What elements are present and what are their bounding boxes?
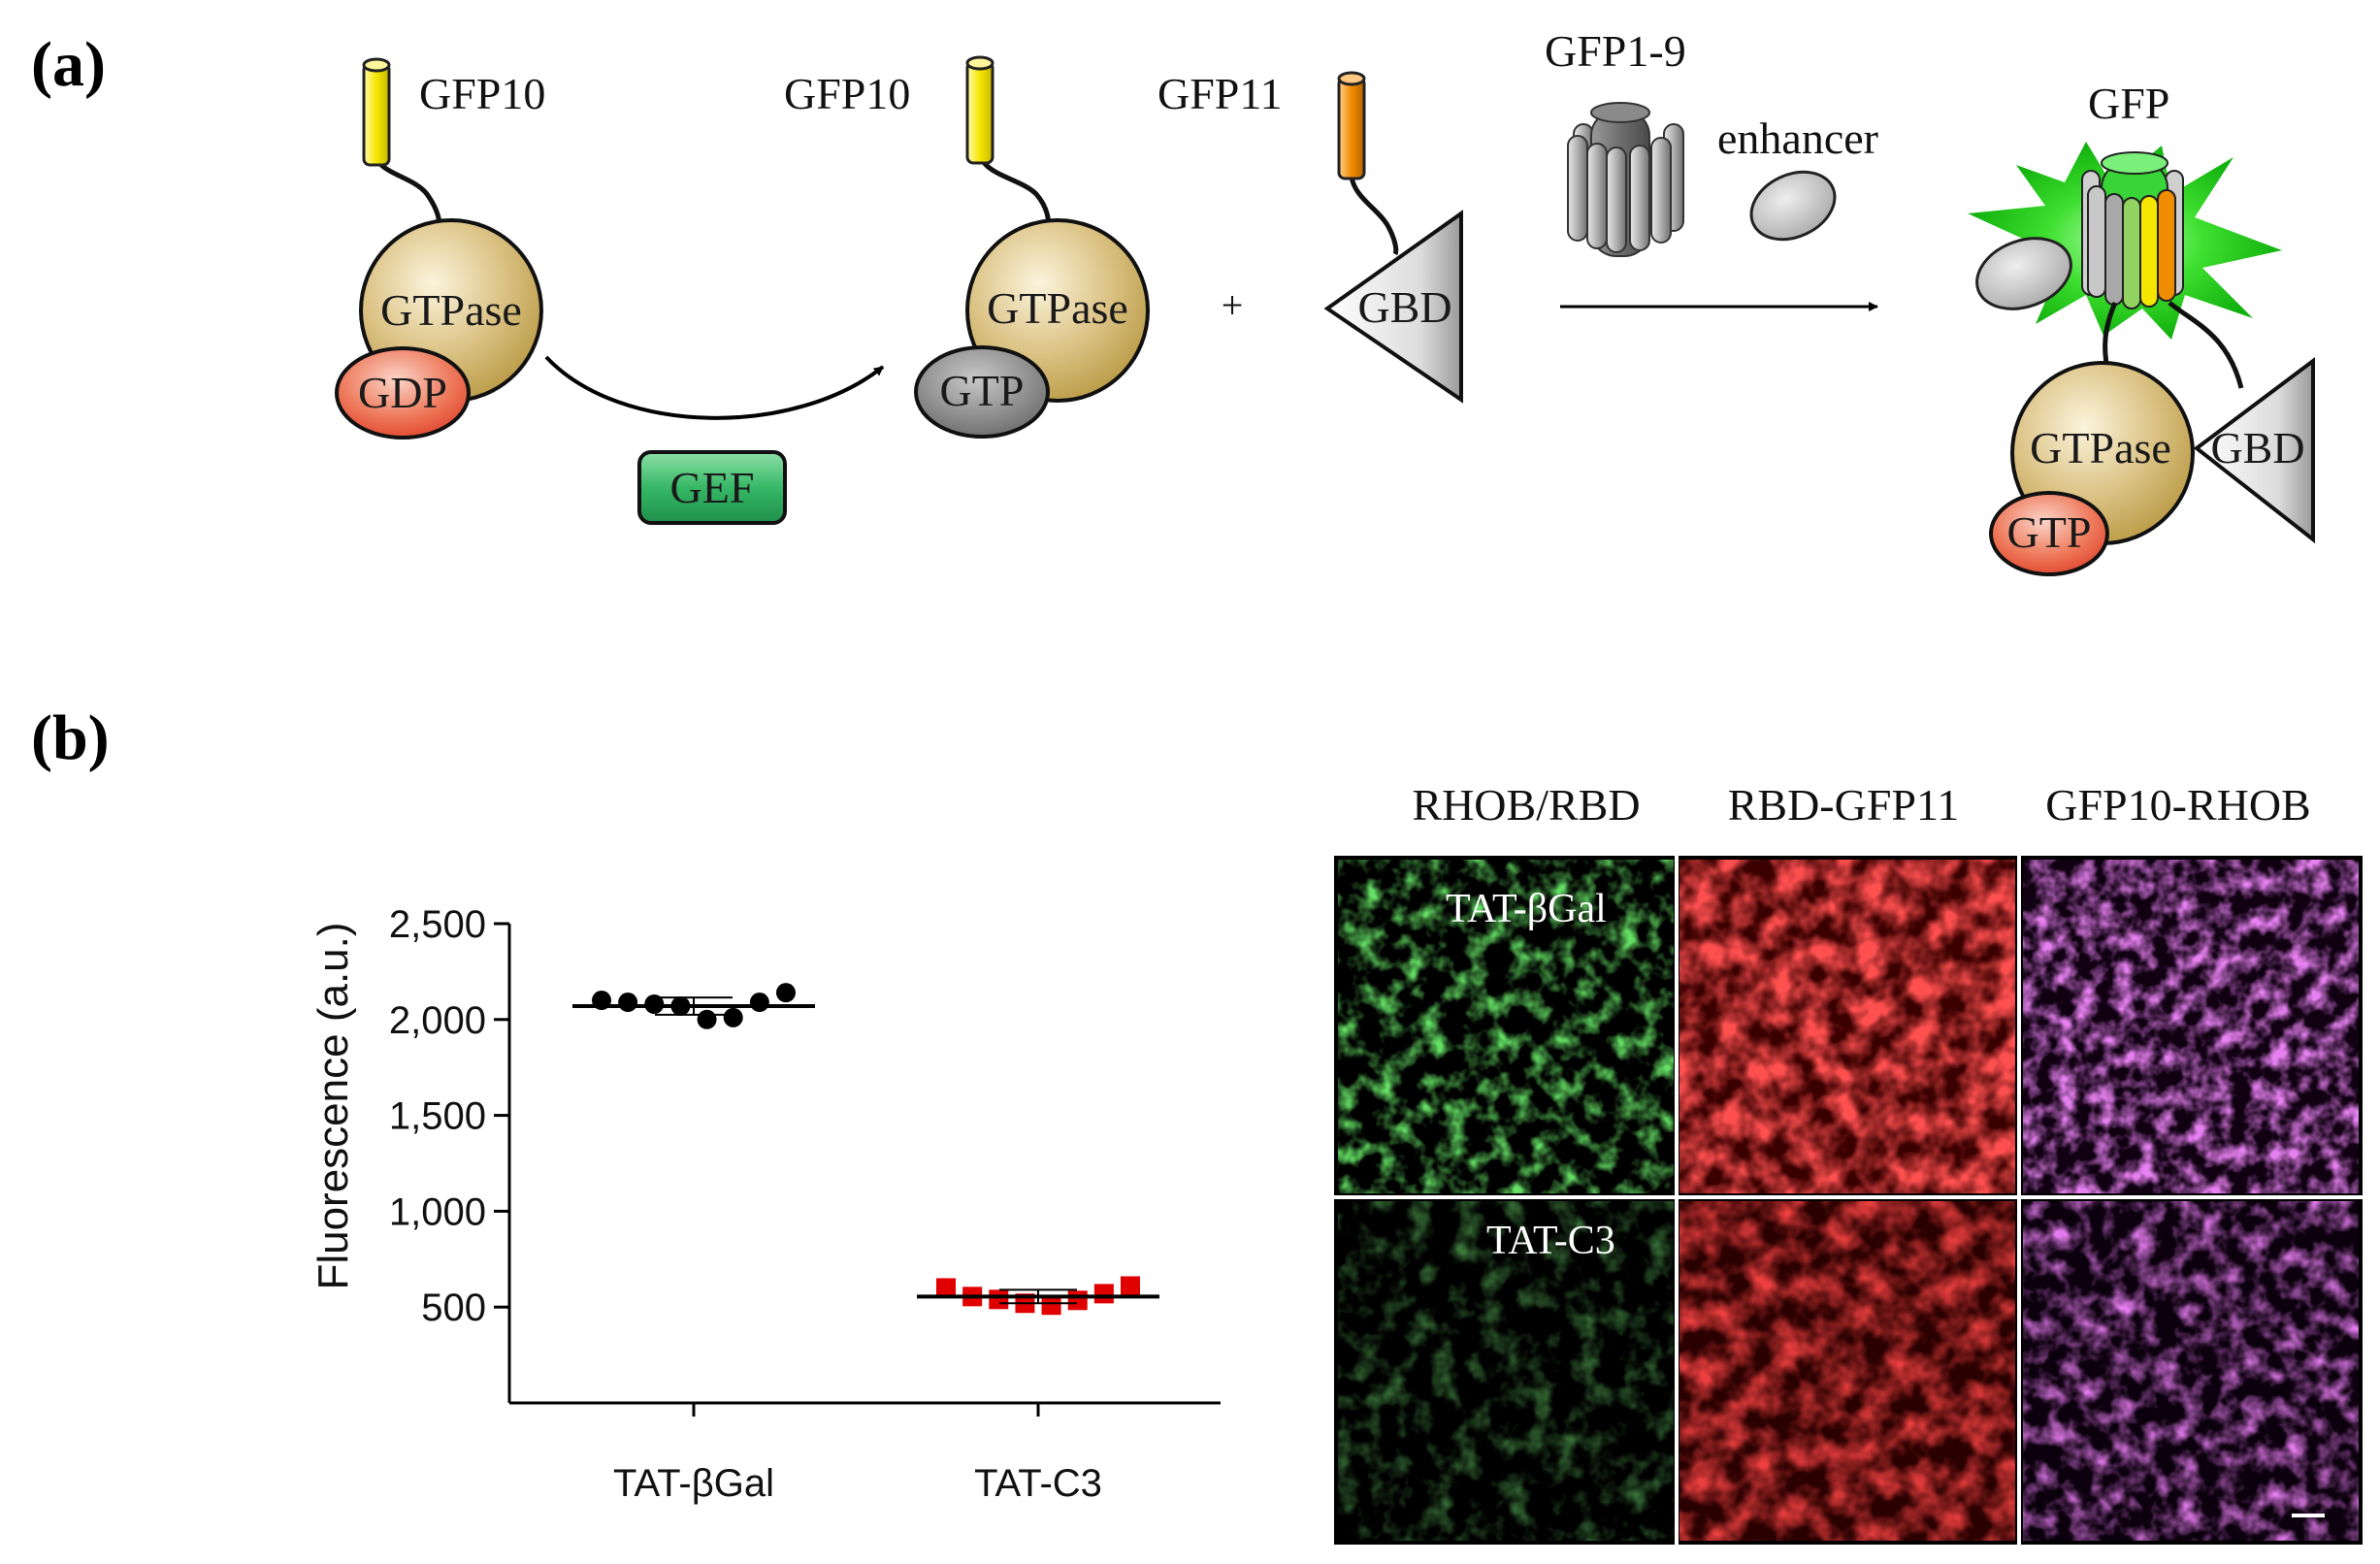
gfp11-label: GFP11 bbox=[1157, 69, 1283, 118]
panel-a-label: (a) bbox=[31, 29, 106, 100]
image-rhob-rbd-tat-bgal bbox=[1338, 860, 1674, 1193]
image-rhob-rbd-tat-c3 bbox=[1338, 1201, 1674, 1541]
data-point bbox=[1093, 1284, 1114, 1304]
image-gfp10-rhob-tat-c3 bbox=[2023, 1201, 2359, 1541]
gtpase-label-mid: GTPase bbox=[987, 283, 1128, 333]
microscopy-grid: RHOB/RBD RBD-GFP11 GFP10-RHOB bbox=[1334, 780, 2363, 1545]
data-point bbox=[989, 1289, 1009, 1310]
column-header-gfp10-rhob: GFP10-RHOB bbox=[2045, 780, 2311, 830]
data-point bbox=[1067, 1290, 1088, 1311]
gef-box bbox=[637, 450, 787, 525]
gef-label: GEF bbox=[670, 463, 755, 512]
y-tick-label: 2,500 bbox=[389, 903, 486, 946]
data-point bbox=[776, 983, 796, 1003]
y-axis-label: Fluorescence (a.u.) bbox=[310, 922, 357, 1289]
data-point bbox=[1041, 1295, 1061, 1316]
gfp10-strand-mid bbox=[965, 60, 994, 165]
gdp-blob bbox=[335, 346, 471, 440]
fluorescence-scatter-chart: Fluorescence (a.u.) 2,500 2,000 1,500 1,000… bbox=[310, 903, 1221, 1505]
gbd-label-right: GBD bbox=[2210, 423, 2304, 472]
gtp-blob-right bbox=[1989, 491, 2109, 576]
gfp11-strand bbox=[1337, 76, 1366, 180]
image-rbd-gfp11-tat-bgal bbox=[1679, 860, 2015, 1193]
column-header-rhob-rbd: RHOB/RBD bbox=[1412, 780, 1640, 830]
image-gfp10-rhob-tat-bgal bbox=[2023, 860, 2359, 1193]
gbd-label-mid: GBD bbox=[1357, 282, 1451, 332]
gtpase-label-left: GTPase bbox=[380, 285, 522, 335]
gbd-triangle-right bbox=[2193, 357, 2315, 544]
enhancer-molecule: enhancer bbox=[1717, 114, 1878, 242]
gfp-label: GFP bbox=[2088, 79, 2169, 128]
gfp10-label-mid: GFP10 bbox=[784, 69, 910, 118]
plus-sign: + bbox=[1222, 283, 1244, 327]
gbd-triangle-mid bbox=[1323, 210, 1463, 404]
data-point bbox=[723, 1007, 743, 1027]
x-tick-label: TAT-βGal bbox=[613, 1462, 774, 1505]
y-tick-label: 500 bbox=[421, 1287, 486, 1329]
gfp10-strand-left bbox=[362, 62, 391, 167]
panel-b-label: (b) bbox=[31, 702, 110, 773]
gtp-label-mid: GTP bbox=[940, 366, 1025, 415]
gfp1-9-label: GFP1-9 bbox=[1545, 26, 1686, 76]
gtp-label-right: GTP bbox=[2007, 507, 2092, 557]
image-rbd-gfp11-tat-c3 bbox=[1679, 1201, 2015, 1541]
y-tick-label: 2,000 bbox=[389, 999, 486, 1042]
active-gtpase-complex: GFP10 GTPase GTP bbox=[784, 55, 1150, 439]
row-label-tat-c3: TAT-C3 bbox=[1486, 1219, 1615, 1263]
data-point bbox=[749, 993, 769, 1013]
y-tick-label: 1,000 bbox=[389, 1190, 486, 1233]
y-tick-label: 1,500 bbox=[389, 1095, 486, 1138]
x-tick-label: TAT-C3 bbox=[974, 1462, 1102, 1505]
row-label-tat-bgal: TAT-βGal bbox=[1446, 887, 1607, 931]
gtp-blob-mid bbox=[914, 345, 1050, 439]
gdp-label: GDP bbox=[358, 368, 447, 417]
gfp1-9-barrel: GFP1-9 bbox=[1545, 26, 1686, 257]
reconstituted-gfp-complex: GFP GTPase GBD GTP bbox=[1968, 79, 2315, 576]
gef-activation-arrow: GEF bbox=[544, 355, 885, 525]
enhancer-bound bbox=[1975, 237, 2072, 310]
gfp10-label-left: GFP10 bbox=[419, 69, 545, 118]
data-point bbox=[618, 993, 638, 1013]
gtpase-label-right: GTPase bbox=[2030, 423, 2171, 472]
inactive-gtpase-complex: GFP10 GTPase GDP bbox=[335, 57, 545, 440]
column-header-rbd-gfp11: RBD-GFP11 bbox=[1728, 780, 1960, 830]
data-point bbox=[1121, 1276, 1140, 1296]
gbd-gfp11-complex: GFP11 GBD bbox=[1157, 69, 1463, 404]
data-point bbox=[697, 1009, 717, 1029]
enhancer-label: enhancer bbox=[1717, 114, 1878, 163]
data-point bbox=[936, 1278, 956, 1298]
